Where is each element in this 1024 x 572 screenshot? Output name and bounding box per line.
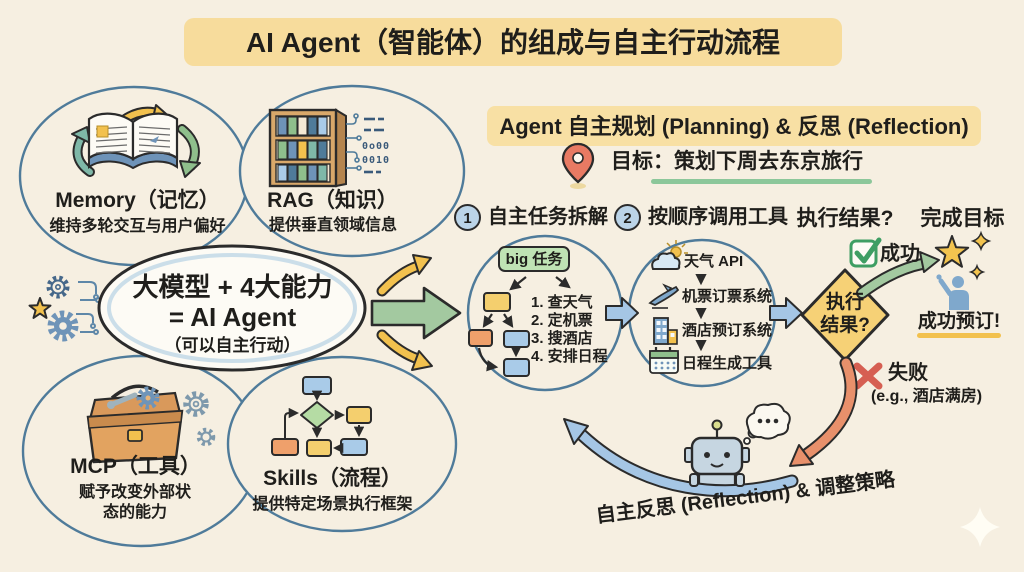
diamond-label-line1: 执行: [825, 292, 864, 313]
planning-header-highlight: [487, 106, 981, 146]
flow-arrow-1: [605, 297, 639, 329]
mcp-desc-line1: 赋予改变外部状: [78, 484, 191, 501]
goal-star-icon: [934, 235, 970, 268]
star-icon: [28, 297, 52, 319]
page-title: AI Agent（智能体）的组成与自主行动流程: [245, 27, 781, 58]
sparkle-icon: [960, 507, 1000, 547]
rag-desc: 提供垂直领域信息: [268, 217, 397, 234]
toolbox-icon: [86, 384, 216, 464]
binary-line-2: 0010: [362, 155, 391, 166]
memory-desc: 维持多轮交互与用户偏好: [49, 218, 226, 235]
success-label: 成功: [880, 243, 920, 265]
fail-label: 失败: [888, 362, 928, 384]
center-formula-line3: （可以自主行动）: [164, 336, 301, 355]
bookshelf-icon: [268, 108, 384, 188]
fail-example: (e.g., 酒店满房): [870, 388, 983, 405]
tool-1-label: 天气 API: [684, 253, 744, 270]
step2-label: 按顺序调用工具: [648, 206, 788, 228]
memory-title: Memory（记忆）: [55, 189, 220, 212]
flowchart-icon: [271, 376, 372, 457]
subtask-1: 1. 查天气: [531, 294, 593, 311]
check-icon: [849, 237, 882, 268]
subtask-3: 3. 搜酒店: [531, 330, 593, 347]
task-tree: [468, 276, 571, 377]
skills-title: Skills（流程）: [263, 467, 402, 490]
subtask-4: 4. 安排日程: [531, 348, 608, 365]
planning-header: Agent 自主规划 (Planning) & 反思 (Reflection): [499, 114, 969, 139]
rag-title: RAG（知识）: [267, 189, 398, 212]
open-book-icon: [71, 104, 201, 178]
connector-arrows: [370, 254, 462, 371]
title-highlight: [184, 18, 842, 66]
mcp-title: MCP（工具）: [70, 455, 201, 478]
success-result: 成功预订!: [917, 311, 1001, 332]
success-underline: [917, 333, 1001, 338]
goal-header: 完成目标: [920, 207, 1005, 230]
binary-line-1: 0o00: [362, 141, 391, 152]
gear-icon: [46, 275, 79, 342]
airplane-icon: [648, 283, 680, 309]
diamond-label-line2: 结果?: [820, 315, 870, 336]
fail-arrow: [789, 356, 858, 467]
tool-3-label: 酒店预订系统: [682, 322, 773, 339]
tool-4-label: 日程生成工具: [682, 355, 773, 372]
thought-bubble-icon: [743, 402, 791, 445]
goal-text: 目标：策划下周去东京旅行: [611, 150, 863, 173]
robot-icon: [684, 419, 750, 487]
step1-number: 1: [454, 204, 481, 231]
binary-dashes: [364, 117, 384, 174]
flow-arrow-2: [769, 297, 803, 329]
step2-number: 2: [614, 204, 641, 231]
sparkle-icon: [970, 230, 992, 252]
success-arrow: [856, 251, 940, 299]
center-formula-line1: 大模型 + 4大能力: [132, 272, 333, 302]
reflection-arrow: [563, 418, 799, 498]
result-header: 执行结果?: [796, 207, 894, 230]
tool-2-label: 机票订票系统: [682, 288, 773, 305]
location-pin-icon: [561, 142, 595, 189]
data-lines-icon: [346, 113, 362, 171]
circuit-lines-icon: [76, 281, 101, 335]
big-task-box: big 任务: [498, 246, 570, 272]
mcp-desc-line2: 态的能力: [102, 504, 167, 521]
skills-desc: 提供特定场景执行框架: [252, 496, 413, 513]
goal-underline: [651, 179, 872, 184]
center-ellipse: [97, 244, 367, 372]
subtask-2: 2. 定机票: [531, 312, 593, 329]
weather-api-icon: [651, 240, 688, 270]
sparkle-icon: [968, 263, 986, 281]
hotel-icon: [653, 317, 678, 345]
step1-label: 自主任务拆解: [488, 206, 608, 228]
cross-icon: [853, 362, 883, 390]
person-icon: [936, 274, 969, 310]
center-formula-line2: = AI Agent: [168, 302, 297, 332]
calendar-icon: [649, 347, 679, 374]
